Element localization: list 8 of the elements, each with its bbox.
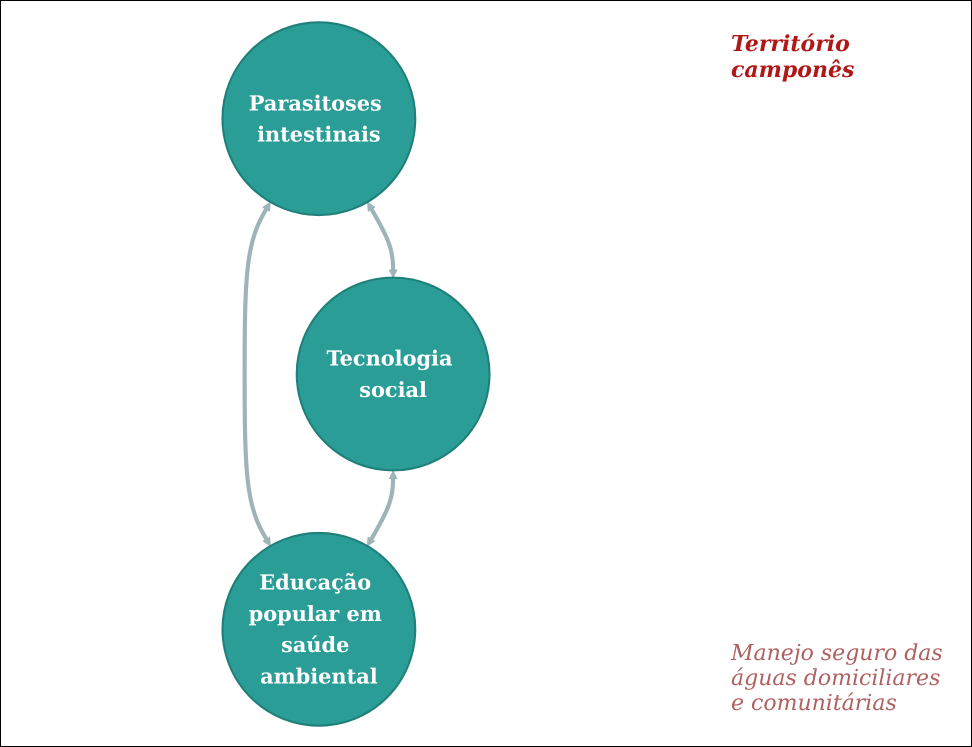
node-circle: Educação popular em saúde ambiental — [221, 531, 416, 726]
node-circle: Tecnologia social — [296, 276, 491, 471]
corner-note: Território camponês — [731, 31, 856, 83]
arrow — [242, 201, 271, 546]
center-note: Manejo seguro das águas domiciliares e comunitárias — [731, 641, 944, 716]
arrow — [367, 201, 398, 278]
node-circle: Parasitoses intestinais — [221, 20, 416, 216]
arrow — [366, 470, 398, 546]
